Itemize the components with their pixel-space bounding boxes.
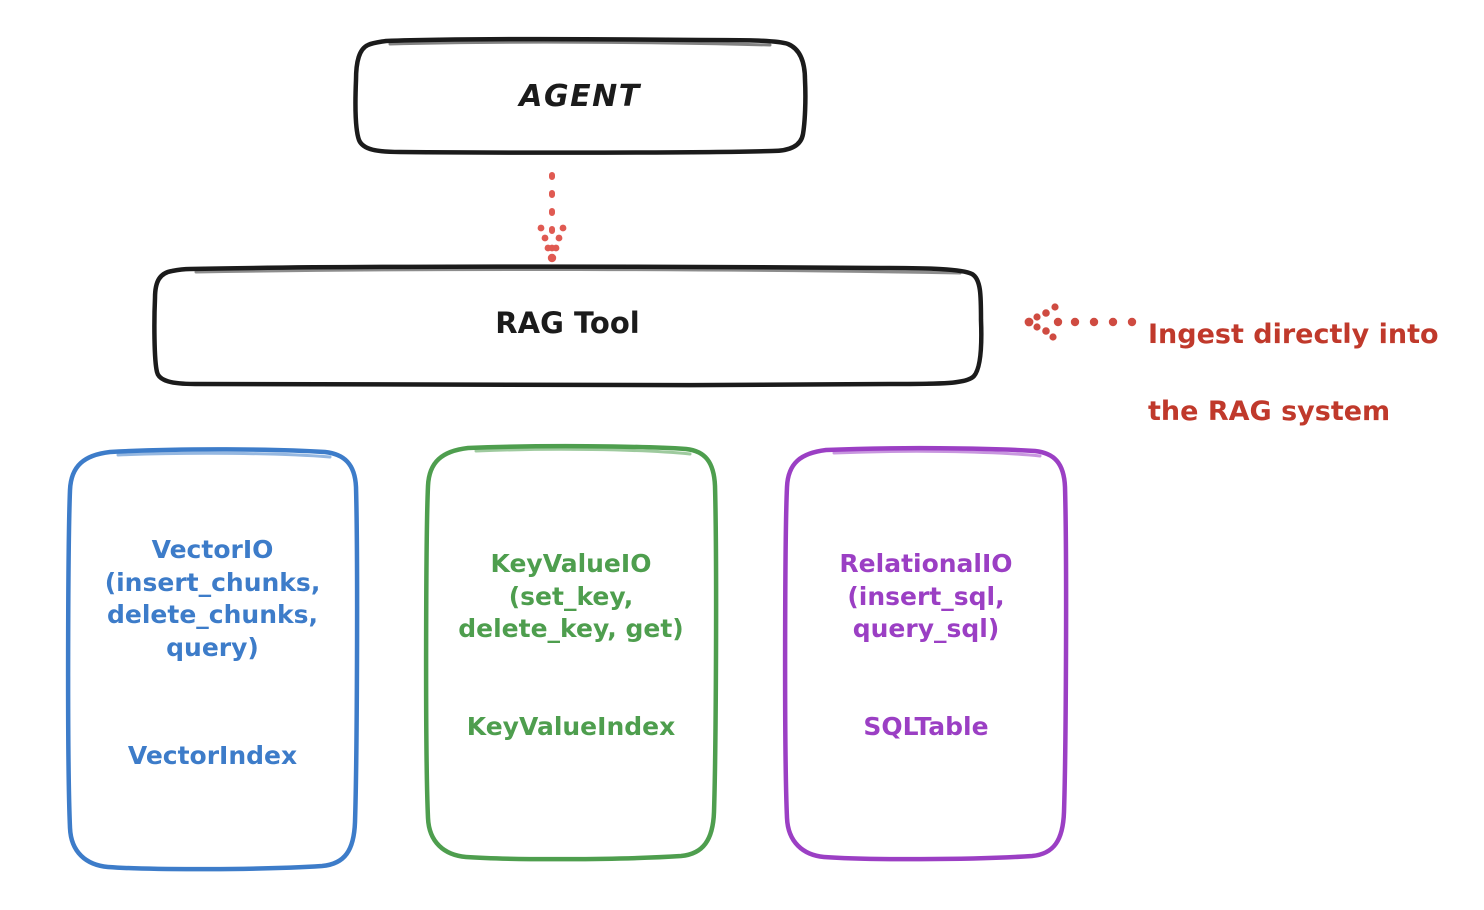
keyvalue-io-card[interactable]	[423, 443, 719, 862]
vector-io-card-sketch-overlay	[116, 451, 332, 459]
ingest-connector-arrow	[1024, 303, 1137, 341]
agent-box[interactable]	[353, 36, 808, 155]
relational-io-card[interactable]	[782, 445, 1069, 862]
agent-box-sketch-overlay	[388, 40, 772, 47]
keyvalue-io-card-sketch-overlay	[474, 447, 692, 456]
agent-to-rag-connector	[537, 172, 567, 263]
vector-io-card[interactable]	[65, 447, 360, 872]
relational-io-card-sketch-overlay	[832, 449, 1042, 458]
rag-tool-box-sketch-overlay	[194, 267, 962, 275]
rag-tool-box[interactable]	[152, 264, 984, 388]
